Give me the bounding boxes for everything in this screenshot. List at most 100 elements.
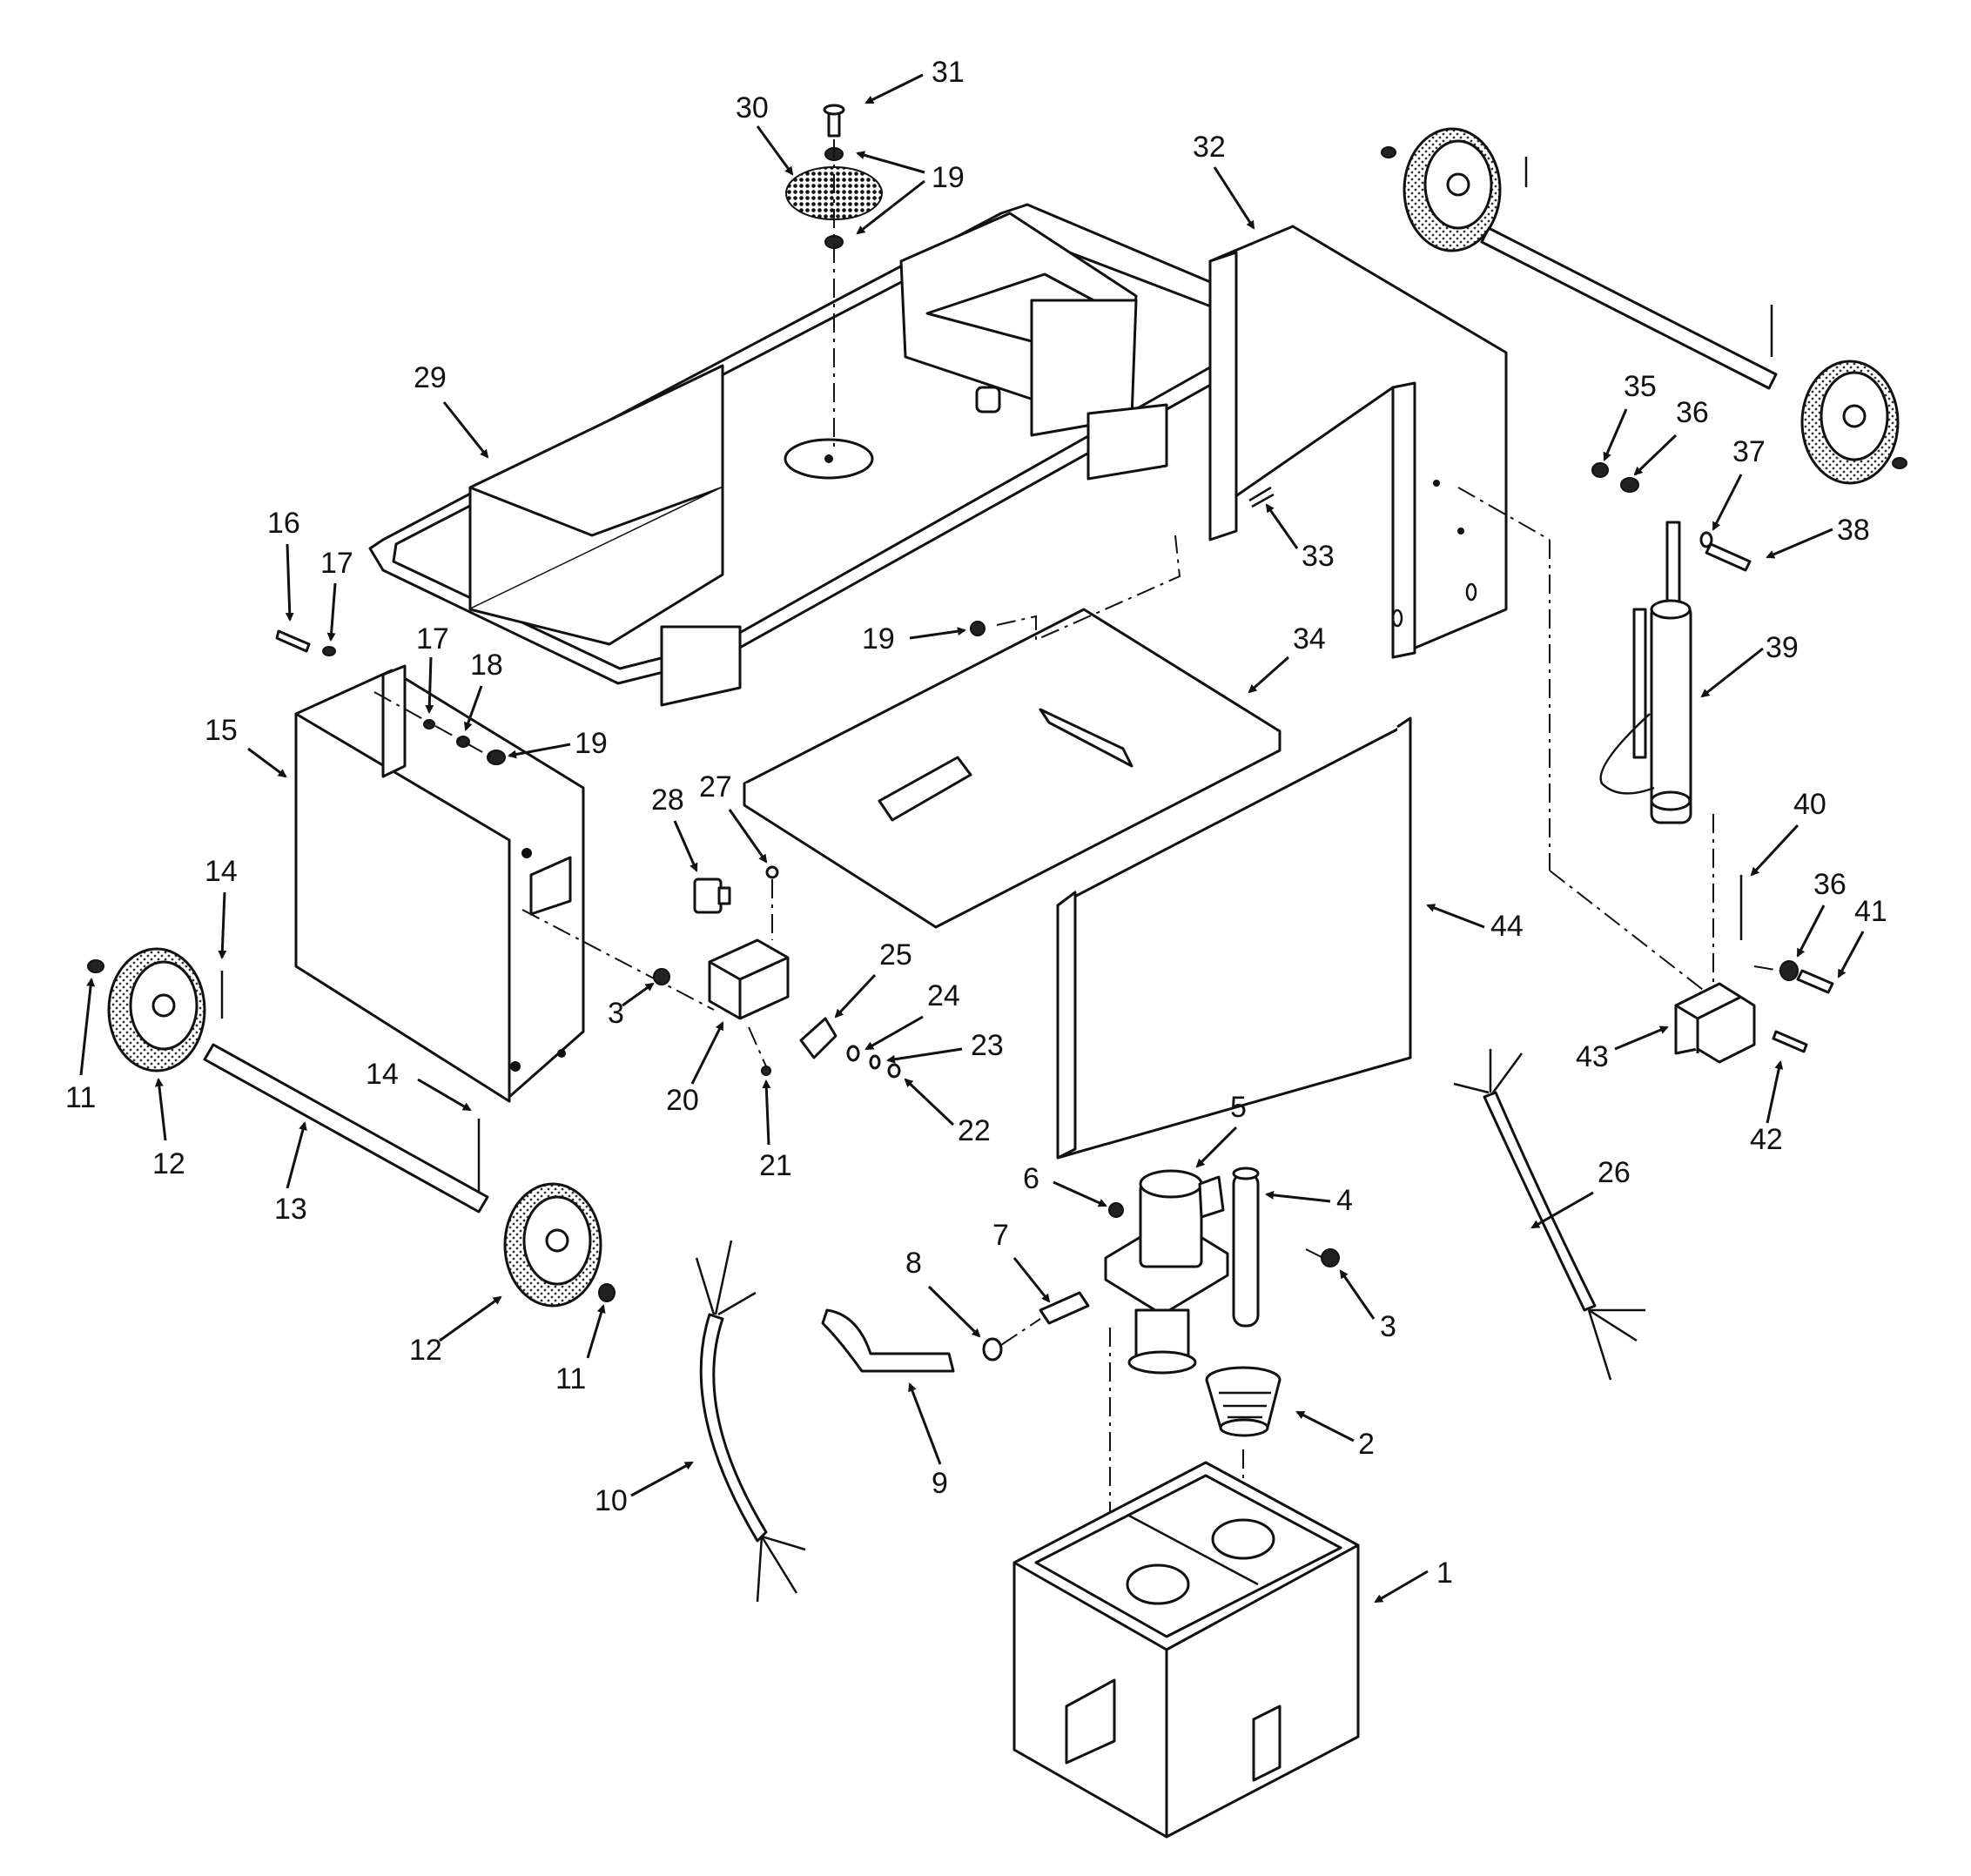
tank-part-1 xyxy=(1012,1461,1360,1839)
callout-12-a: 12 xyxy=(152,1147,185,1180)
callout-24: 24 xyxy=(927,979,960,1012)
hose-part-9 xyxy=(821,1308,955,1373)
side-panel-part-15 xyxy=(294,664,585,1103)
front-panel-part-44 xyxy=(1056,716,1412,1160)
callout-1: 1 xyxy=(1436,1557,1453,1590)
rear-axle xyxy=(1480,226,1778,390)
callout-22: 22 xyxy=(958,1114,991,1147)
washer-part-24 xyxy=(846,1045,860,1062)
nut-part-3-left xyxy=(653,968,670,985)
pin-part-42 xyxy=(1772,1030,1808,1053)
bracket-part-43 xyxy=(1674,982,1756,1064)
screw-part-33 xyxy=(1248,486,1275,508)
nut-part-19-left xyxy=(487,750,506,765)
screw-part-21 xyxy=(761,1066,771,1076)
screw-part-6 xyxy=(1108,1202,1124,1218)
axle-part-13 xyxy=(203,1043,489,1214)
washer-part-36-low xyxy=(1779,960,1799,981)
callout-41: 41 xyxy=(1854,895,1887,928)
callout-36-low: 36 xyxy=(1813,868,1847,901)
callout-39: 39 xyxy=(1766,631,1799,664)
callout-6: 6 xyxy=(1023,1162,1039,1195)
wheel-rear-right xyxy=(1800,360,1900,485)
washer-part-17-b xyxy=(423,719,435,730)
clamp-part-8 xyxy=(982,1337,1003,1362)
callout-12-b: 12 xyxy=(409,1334,442,1367)
callout-5: 5 xyxy=(1230,1091,1247,1124)
callout-44: 44 xyxy=(1490,910,1524,943)
callout-3-right: 3 xyxy=(1380,1310,1396,1343)
wheel-part-12-a xyxy=(107,947,206,1072)
wheel-rear-left xyxy=(1403,127,1502,252)
callout-30: 30 xyxy=(736,91,769,124)
callout-7: 7 xyxy=(992,1219,1009,1252)
screw-part-16 xyxy=(275,629,311,653)
callout-2: 2 xyxy=(1358,1428,1375,1461)
callout-21: 21 xyxy=(759,1149,792,1182)
cap-rear-b xyxy=(1892,457,1907,469)
washer-part-17-a xyxy=(322,646,336,656)
nut-part-19-mid xyxy=(970,621,986,636)
callout-31: 31 xyxy=(932,56,965,89)
callout-18: 18 xyxy=(470,649,503,682)
washer-part-18 xyxy=(456,736,470,748)
pump-part-5 xyxy=(1104,1169,1229,1375)
callout-32: 32 xyxy=(1193,131,1226,164)
callout-9: 9 xyxy=(932,1467,948,1500)
callout-25: 25 xyxy=(879,938,912,972)
washer-part-37 xyxy=(1699,531,1713,548)
wheel-part-12-b xyxy=(503,1182,602,1308)
callout-28: 28 xyxy=(651,783,684,817)
callout-4: 4 xyxy=(1336,1184,1353,1217)
bracket-part-20 xyxy=(708,938,790,1020)
bolt-part-41 xyxy=(1796,969,1834,994)
callout-11-a: 11 xyxy=(65,1081,96,1114)
callout-27: 27 xyxy=(699,770,732,804)
callout-42: 42 xyxy=(1750,1123,1783,1156)
callout-34: 34 xyxy=(1293,622,1326,656)
nut-part-22 xyxy=(887,1063,901,1079)
callout-14-a: 14 xyxy=(205,855,238,888)
cable-part-26 xyxy=(1453,1049,1645,1381)
callout-3-left: 3 xyxy=(608,997,624,1030)
callout-17-b: 17 xyxy=(416,622,449,656)
callout-13: 13 xyxy=(274,1193,307,1226)
callout-17-a: 17 xyxy=(320,547,353,580)
washer-part-23 xyxy=(869,1054,881,1070)
callouts: 31 30 19 32 29 16 17 17 18 19 15 19 33 3… xyxy=(65,56,1887,1604)
callout-16: 16 xyxy=(267,507,300,540)
callout-14-b: 14 xyxy=(366,1058,399,1091)
callout-10: 10 xyxy=(595,1484,628,1517)
callout-33: 33 xyxy=(1302,540,1335,573)
callout-20: 20 xyxy=(666,1084,699,1117)
cable-part-10 xyxy=(695,1240,806,1603)
callout-35: 35 xyxy=(1624,370,1657,403)
callout-23: 23 xyxy=(971,1029,1004,1062)
nut-part-35 xyxy=(1591,462,1609,478)
fitting-part-7 xyxy=(1039,1291,1090,1325)
jack-part-39 xyxy=(1599,521,1692,824)
callout-43: 43 xyxy=(1576,1040,1609,1073)
callout-40: 40 xyxy=(1793,788,1826,821)
bolt-part-38 xyxy=(1705,542,1752,572)
strainer-part-2 xyxy=(1205,1366,1281,1437)
handle-frame-part-29 xyxy=(368,203,1268,707)
washer-part-36-top xyxy=(1620,477,1639,493)
tray-part-34 xyxy=(743,608,1281,929)
switch-part-28 xyxy=(693,877,731,914)
callout-19-top: 19 xyxy=(932,161,965,194)
callout-19-mid: 19 xyxy=(862,622,895,656)
screw-part-27 xyxy=(765,865,779,879)
callout-26: 26 xyxy=(1598,1156,1631,1189)
callout-36-top: 36 xyxy=(1676,396,1709,429)
callout-29: 29 xyxy=(414,361,447,394)
side-panel-part-32 xyxy=(1208,225,1508,659)
callout-8: 8 xyxy=(905,1247,922,1280)
tube-part-4 xyxy=(1232,1167,1260,1328)
cap-rear-a xyxy=(1381,146,1396,158)
callout-11-b: 11 xyxy=(555,1362,586,1395)
screw-part-31 xyxy=(823,104,845,138)
cap-part-11-b xyxy=(598,1283,616,1302)
nut-part-3-right xyxy=(1321,1248,1340,1267)
